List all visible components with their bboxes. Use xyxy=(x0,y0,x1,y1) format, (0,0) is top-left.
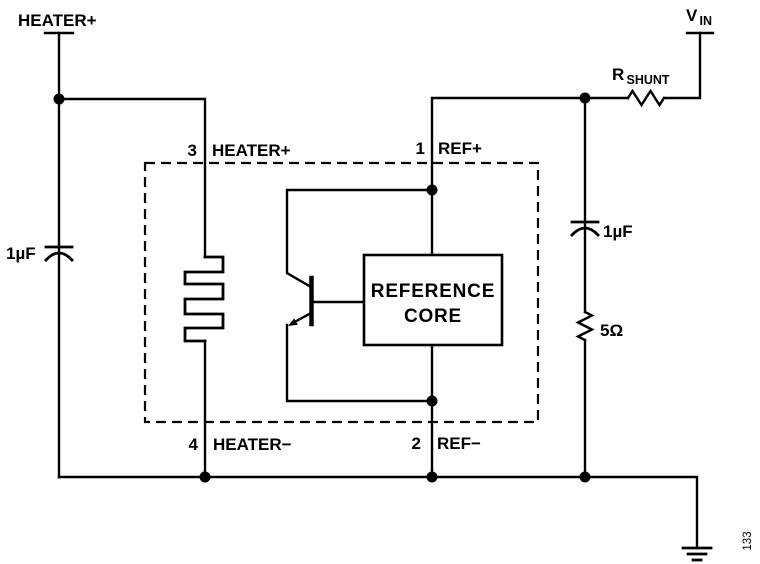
pin2-number: 2 xyxy=(412,434,421,453)
pin3-wire xyxy=(57,97,207,259)
junction-dot xyxy=(426,184,438,196)
figure-number: 133 xyxy=(742,531,754,550)
transistor-collector-net xyxy=(285,188,434,289)
rshunt-label-sub: SHUNT xyxy=(627,73,670,87)
junction-dot xyxy=(426,395,438,407)
junction-dot xyxy=(53,93,65,105)
r5-resistor-symbol xyxy=(575,310,595,342)
pin1-name: REF+ xyxy=(438,139,482,158)
junction-dot xyxy=(579,471,591,483)
cap-right-value-label: 1µF xyxy=(603,222,633,241)
reference-core-label-line1: REFERENCE xyxy=(371,281,495,302)
pin1-number: 1 xyxy=(416,139,425,158)
pin4-number: 4 xyxy=(189,435,199,454)
r5-value-label: 5Ω xyxy=(600,321,623,340)
transistor-emitter-net xyxy=(285,323,434,403)
pin1-wire xyxy=(430,96,630,257)
rshunt-resistor-symbol xyxy=(626,88,666,108)
heater-element-symbol xyxy=(183,255,225,343)
transistor-emitter-arrow xyxy=(288,318,298,326)
pin3-name: HEATER+ xyxy=(212,141,291,160)
cap-left-value-label: 1µF xyxy=(6,244,36,263)
ic-package-outline xyxy=(143,161,540,424)
pin2-name: REF− xyxy=(437,434,481,453)
pin4-name: HEATER− xyxy=(213,435,292,454)
cap-left-curved-plate xyxy=(44,251,74,262)
reference-core-box xyxy=(362,253,504,347)
pin3-number: 3 xyxy=(188,141,197,160)
vin-wire xyxy=(662,31,702,100)
junction-dot xyxy=(426,471,438,483)
heater-plus-terminal-label: HEATER+ xyxy=(18,11,97,30)
rshunt-label: R xyxy=(612,65,624,84)
vin-terminal-label-sub: IN xyxy=(700,14,713,28)
ground-rail xyxy=(57,475,699,550)
junction-dot xyxy=(579,92,591,104)
vin-terminal-label: V xyxy=(686,6,698,25)
reference-core-label-line2: CORE xyxy=(404,306,462,327)
junction-dot xyxy=(199,471,211,483)
ground-symbol-icon xyxy=(681,546,713,562)
cap-right-curved-plate xyxy=(570,226,600,237)
